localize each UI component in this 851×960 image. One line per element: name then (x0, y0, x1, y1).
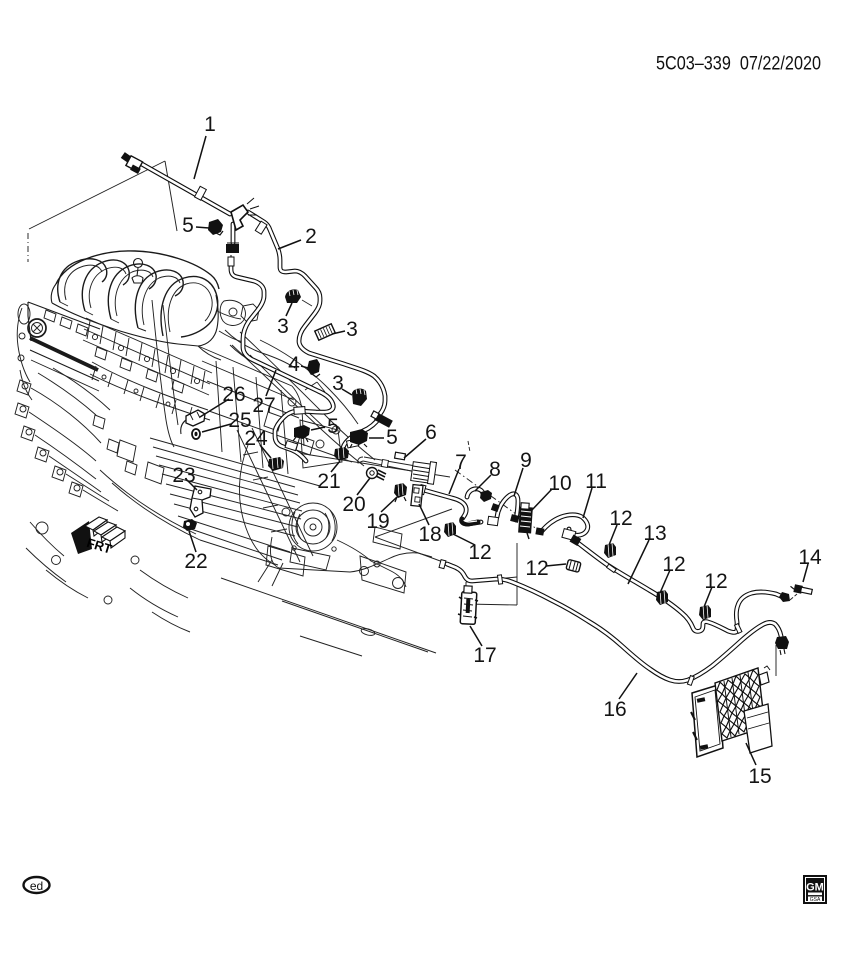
svg-text:5: 5 (182, 214, 194, 237)
svg-text:15: 15 (748, 765, 771, 788)
svg-text:17: 17 (473, 644, 496, 667)
svg-text:3: 3 (346, 318, 358, 341)
svg-text:19: 19 (366, 510, 389, 533)
svg-text:20: 20 (342, 493, 365, 516)
svg-text:21: 21 (317, 470, 340, 493)
svg-text:18: 18 (418, 523, 441, 546)
svg-text:14: 14 (798, 546, 822, 569)
svg-text:12: 12 (468, 541, 491, 564)
svg-text:3: 3 (332, 372, 344, 395)
svg-text:4: 4 (288, 353, 300, 376)
svg-text:27: 27 (252, 394, 275, 417)
svg-text:FRT: FRT (85, 535, 114, 557)
svg-text:12: 12 (525, 557, 548, 580)
svg-text:7: 7 (455, 451, 467, 474)
svg-text:25: 25 (228, 409, 251, 432)
svg-text:11: 11 (585, 470, 607, 493)
svg-text:10: 10 (548, 472, 571, 495)
svg-text:23: 23 (172, 464, 195, 487)
svg-text:9: 9 (520, 449, 532, 472)
svg-text:GSA: GSA (810, 897, 821, 903)
svg-text:5: 5 (327, 415, 339, 438)
svg-text:26: 26 (222, 383, 245, 406)
svg-text:24: 24 (244, 427, 268, 450)
svg-text:1: 1 (204, 113, 216, 136)
svg-text:2: 2 (305, 225, 317, 248)
svg-text:8: 8 (489, 458, 501, 481)
svg-text:22: 22 (184, 550, 207, 573)
svg-text:ed: ed (30, 879, 43, 893)
svg-text:5: 5 (386, 426, 398, 449)
svg-text:GM: GM (806, 882, 824, 894)
svg-text:5C03–339 07/22/2020: 5C03–339 07/22/2020 (656, 54, 821, 75)
svg-text:12: 12 (609, 507, 632, 530)
svg-text:13: 13 (643, 522, 666, 545)
svg-text:3: 3 (277, 315, 289, 338)
svg-text:12: 12 (662, 553, 685, 576)
svg-text:16: 16 (603, 698, 626, 721)
svg-text:12: 12 (704, 570, 727, 593)
svg-text:6: 6 (425, 421, 437, 444)
